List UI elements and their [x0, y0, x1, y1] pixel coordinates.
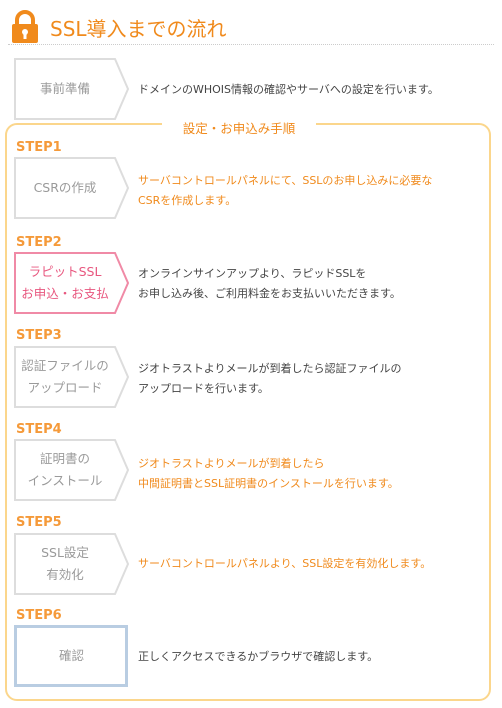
step1-desc: サーバコントロールパネルにて、SSLのお申し込みに必要な CSRを作成します。 — [138, 174, 433, 207]
procedure-frame-title: 設定・お申込み手順 — [162, 118, 316, 137]
page-header: SSL導入までの流れ — [8, 10, 227, 44]
header-divider — [8, 44, 494, 45]
step5-box-label-2: 有効化 — [46, 567, 84, 582]
step4-desc: ジオトラストよりメールが到着したら 中間証明書とSSL証明書のインストールを行い… — [138, 457, 399, 490]
step6-box: 確認 — [14, 625, 129, 687]
step3-box: 認証ファイルの アップロード — [14, 346, 129, 408]
step4-box: 証明書の インストール — [14, 439, 129, 501]
step3-box-label-2: アップロード — [27, 380, 103, 395]
step2-desc: オンラインサインアップより、ラピッドSSLを お申し込み後、ご利用料金をお支払い… — [138, 267, 401, 300]
step3-desc: ジオトラストよりメールが到着したら認証ファイルの アップロードを行います。 — [138, 362, 402, 395]
step4-box-label-1: 証明書の — [39, 451, 90, 466]
step5-desc: サーバコントロールパネルより、SSL設定を有効化します。 — [138, 557, 432, 570]
page-title: SSL導入までの流れ — [50, 16, 227, 41]
step6-box-label: 確認 — [58, 648, 84, 663]
step2-box-label-2: お申込・お支払 — [21, 286, 109, 301]
step2-box: ラピットSSL お申込・お支払 — [14, 252, 129, 314]
step3-box-label-1: 認証ファイルの — [21, 358, 109, 373]
step1-box: CSRの作成 — [14, 157, 129, 219]
preparation-box: 事前準備 — [14, 58, 129, 120]
step1-box-label: CSRの作成 — [33, 180, 97, 195]
step1-label: STEP1 — [16, 140, 62, 155]
lock-icon — [8, 10, 42, 44]
preparation-box-label: 事前準備 — [39, 81, 90, 96]
step6-desc: 正しくアクセスできるかブラウザで確認します。 — [138, 650, 379, 663]
step5-box-label-1: SSL設定 — [41, 545, 89, 560]
step4-box-label-2: インストール — [27, 473, 103, 488]
step3-label: STEP3 — [16, 328, 62, 343]
step2-box-label-1: ラピットSSL — [28, 264, 102, 279]
step2-label: STEP2 — [16, 235, 62, 250]
step4-label: STEP4 — [16, 422, 62, 437]
preparation-desc: ドメインのWHOIS情報の確認やサーバへの設定を行います。 — [138, 83, 439, 96]
step6-label: STEP6 — [16, 608, 62, 623]
step5-box: SSL設定 有効化 — [14, 533, 129, 595]
step5-label: STEP5 — [16, 515, 62, 530]
